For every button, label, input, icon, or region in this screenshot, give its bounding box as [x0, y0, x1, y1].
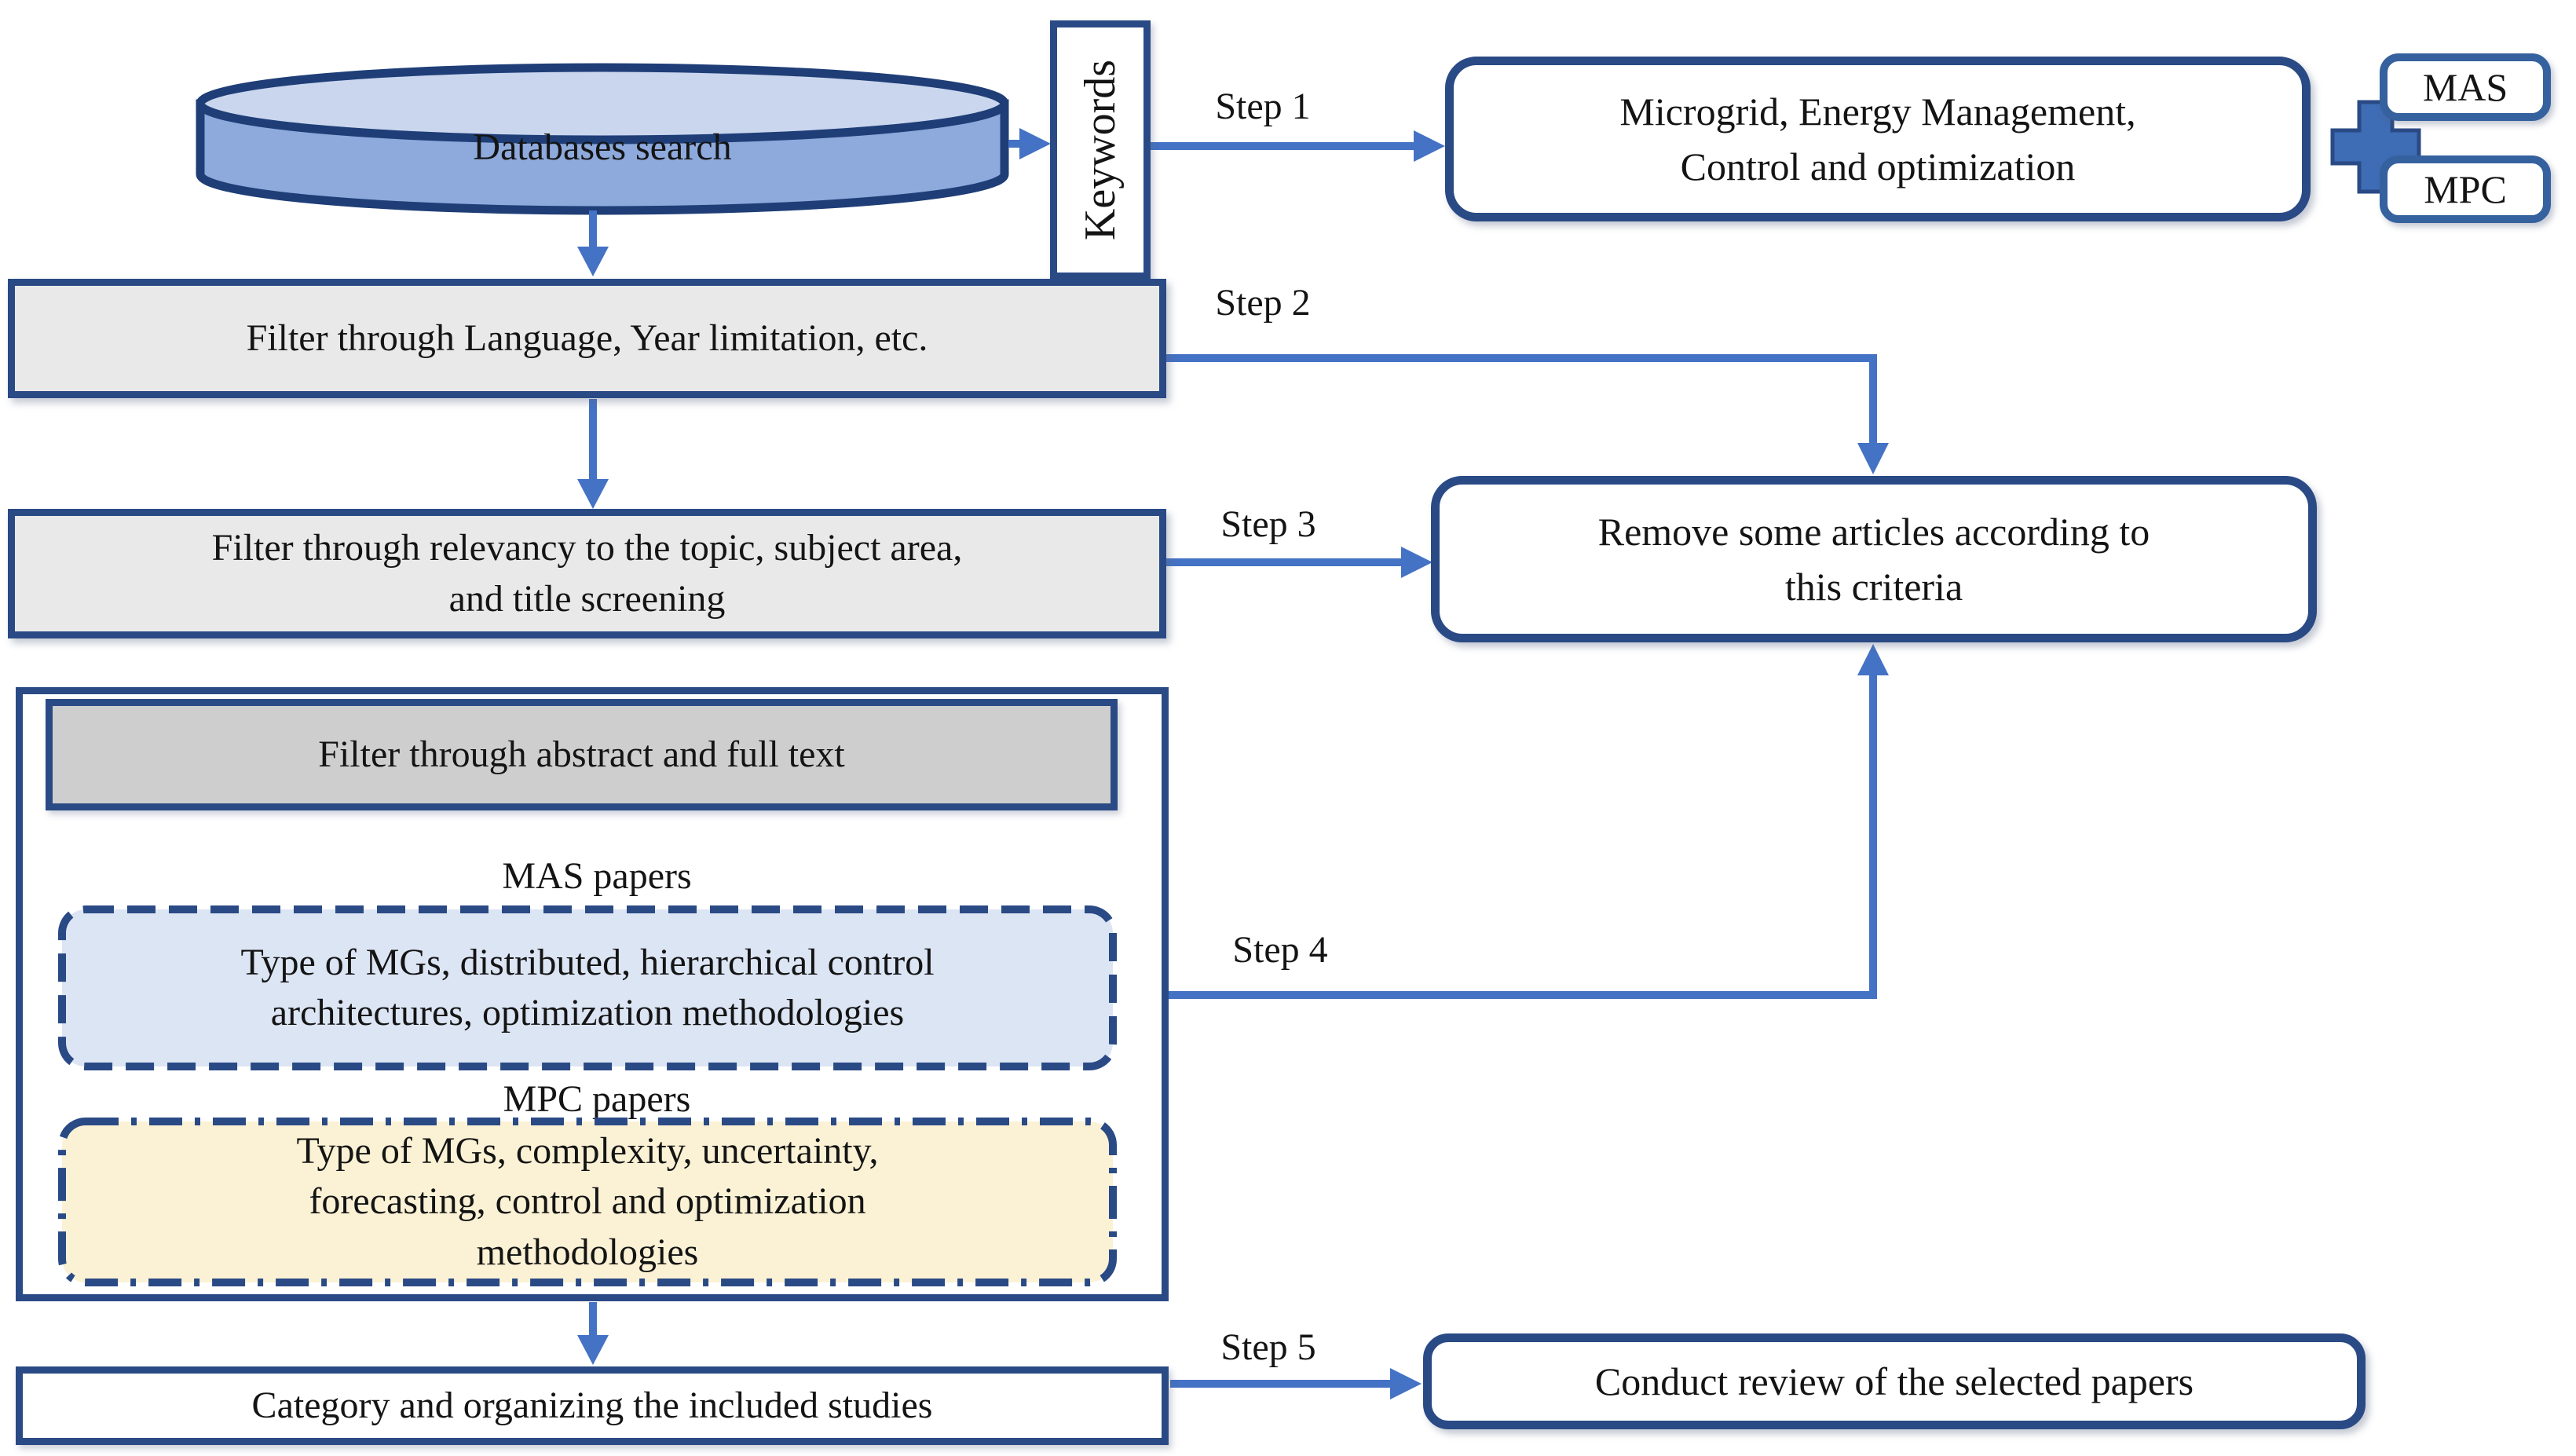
mas-criteria-box: Type of MGs, distributed, hierarchical c…	[62, 909, 1113, 1066]
filter-language-label: Filter through Language, Year limitation…	[246, 316, 928, 359]
mpc-criteria-line3: methodologies	[476, 1231, 699, 1273]
arrow-step3	[1165, 547, 1433, 578]
keywords-box: Keywords	[1050, 20, 1151, 280]
category-box: Category and organizing the included stu…	[16, 1366, 1169, 1445]
arrow-container-to-category	[577, 1302, 609, 1365]
filter-language-box: Filter through Language, Year limitation…	[8, 279, 1166, 398]
arrow-filter1-to-filter2	[577, 399, 609, 509]
mpc-tag-box: MPC	[2380, 155, 2551, 223]
abstract-filter-container	[16, 687, 1169, 1301]
mpc-papers-label: MPC papers	[503, 1078, 691, 1120]
step3-label: Step 3	[1220, 503, 1316, 545]
conduct-review-box: Conduct review of the selected papers	[1423, 1333, 2366, 1429]
microgrid-keywords-box: Microgrid, Energy Management, Control an…	[1445, 57, 2311, 221]
arrow-step2	[1165, 354, 1889, 474]
filter-relevancy-box: Filter through relevancy to the topic, s…	[8, 509, 1166, 638]
microgrid-line2: Control and optimization	[1680, 145, 2076, 188]
database-node: Databases search	[200, 119, 1004, 174]
step4-label: Step 4	[1232, 929, 1328, 971]
mpc-criteria-line2: forecasting, control and optimization	[309, 1180, 866, 1223]
remove-articles-line1: Remove some articles according to	[1597, 510, 2150, 554]
filter-relevancy-line2: and title screening	[448, 577, 726, 620]
conduct-review-label: Conduct review of the selected papers	[1594, 1359, 2194, 1403]
filter-abstract-box: Filter through abstract and full text	[46, 699, 1118, 810]
arrow-step1	[1150, 130, 1445, 162]
arrow-cylinder-to-keywords	[1008, 128, 1051, 159]
microgrid-line1: Microgrid, Energy Management,	[1619, 90, 2136, 134]
remove-articles-box: Remove some articles according to this c…	[1431, 476, 2317, 642]
mpc-criteria-line1: Type of MGs, complexity, uncertainty,	[296, 1130, 879, 1172]
mas-papers-label: MAS papers	[502, 855, 692, 897]
arrow-database-to-filter1	[577, 210, 609, 276]
mas-tag-box: MAS	[2380, 53, 2551, 121]
filter-abstract-label: Filter through abstract and full text	[318, 733, 845, 775]
arrow-step5	[1170, 1368, 1422, 1399]
mpc-tag-label: MPC	[2424, 167, 2507, 211]
filter-relevancy-line1: Filter through relevancy to the topic, s…	[211, 527, 963, 569]
category-label: Category and organizing the included stu…	[251, 1384, 933, 1426]
step2-label: Step 2	[1215, 282, 1311, 324]
mas-criteria-line2: architectures, optimization methodologie…	[270, 992, 905, 1033]
mas-tag-label: MAS	[2422, 65, 2508, 109]
keywords-label: Keywords	[1076, 59, 1125, 241]
step1-label: Step 1	[1215, 86, 1311, 127]
mpc-criteria-box: Type of MGs, complexity, uncertainty, fo…	[62, 1121, 1113, 1282]
remove-articles-line2: this criteria	[1784, 565, 1963, 609]
mas-criteria-line1: Type of MGs, distributed, hierarchical c…	[240, 941, 935, 983]
step5-label: Step 5	[1220, 1326, 1316, 1368]
database-label: Databases search	[473, 126, 732, 168]
